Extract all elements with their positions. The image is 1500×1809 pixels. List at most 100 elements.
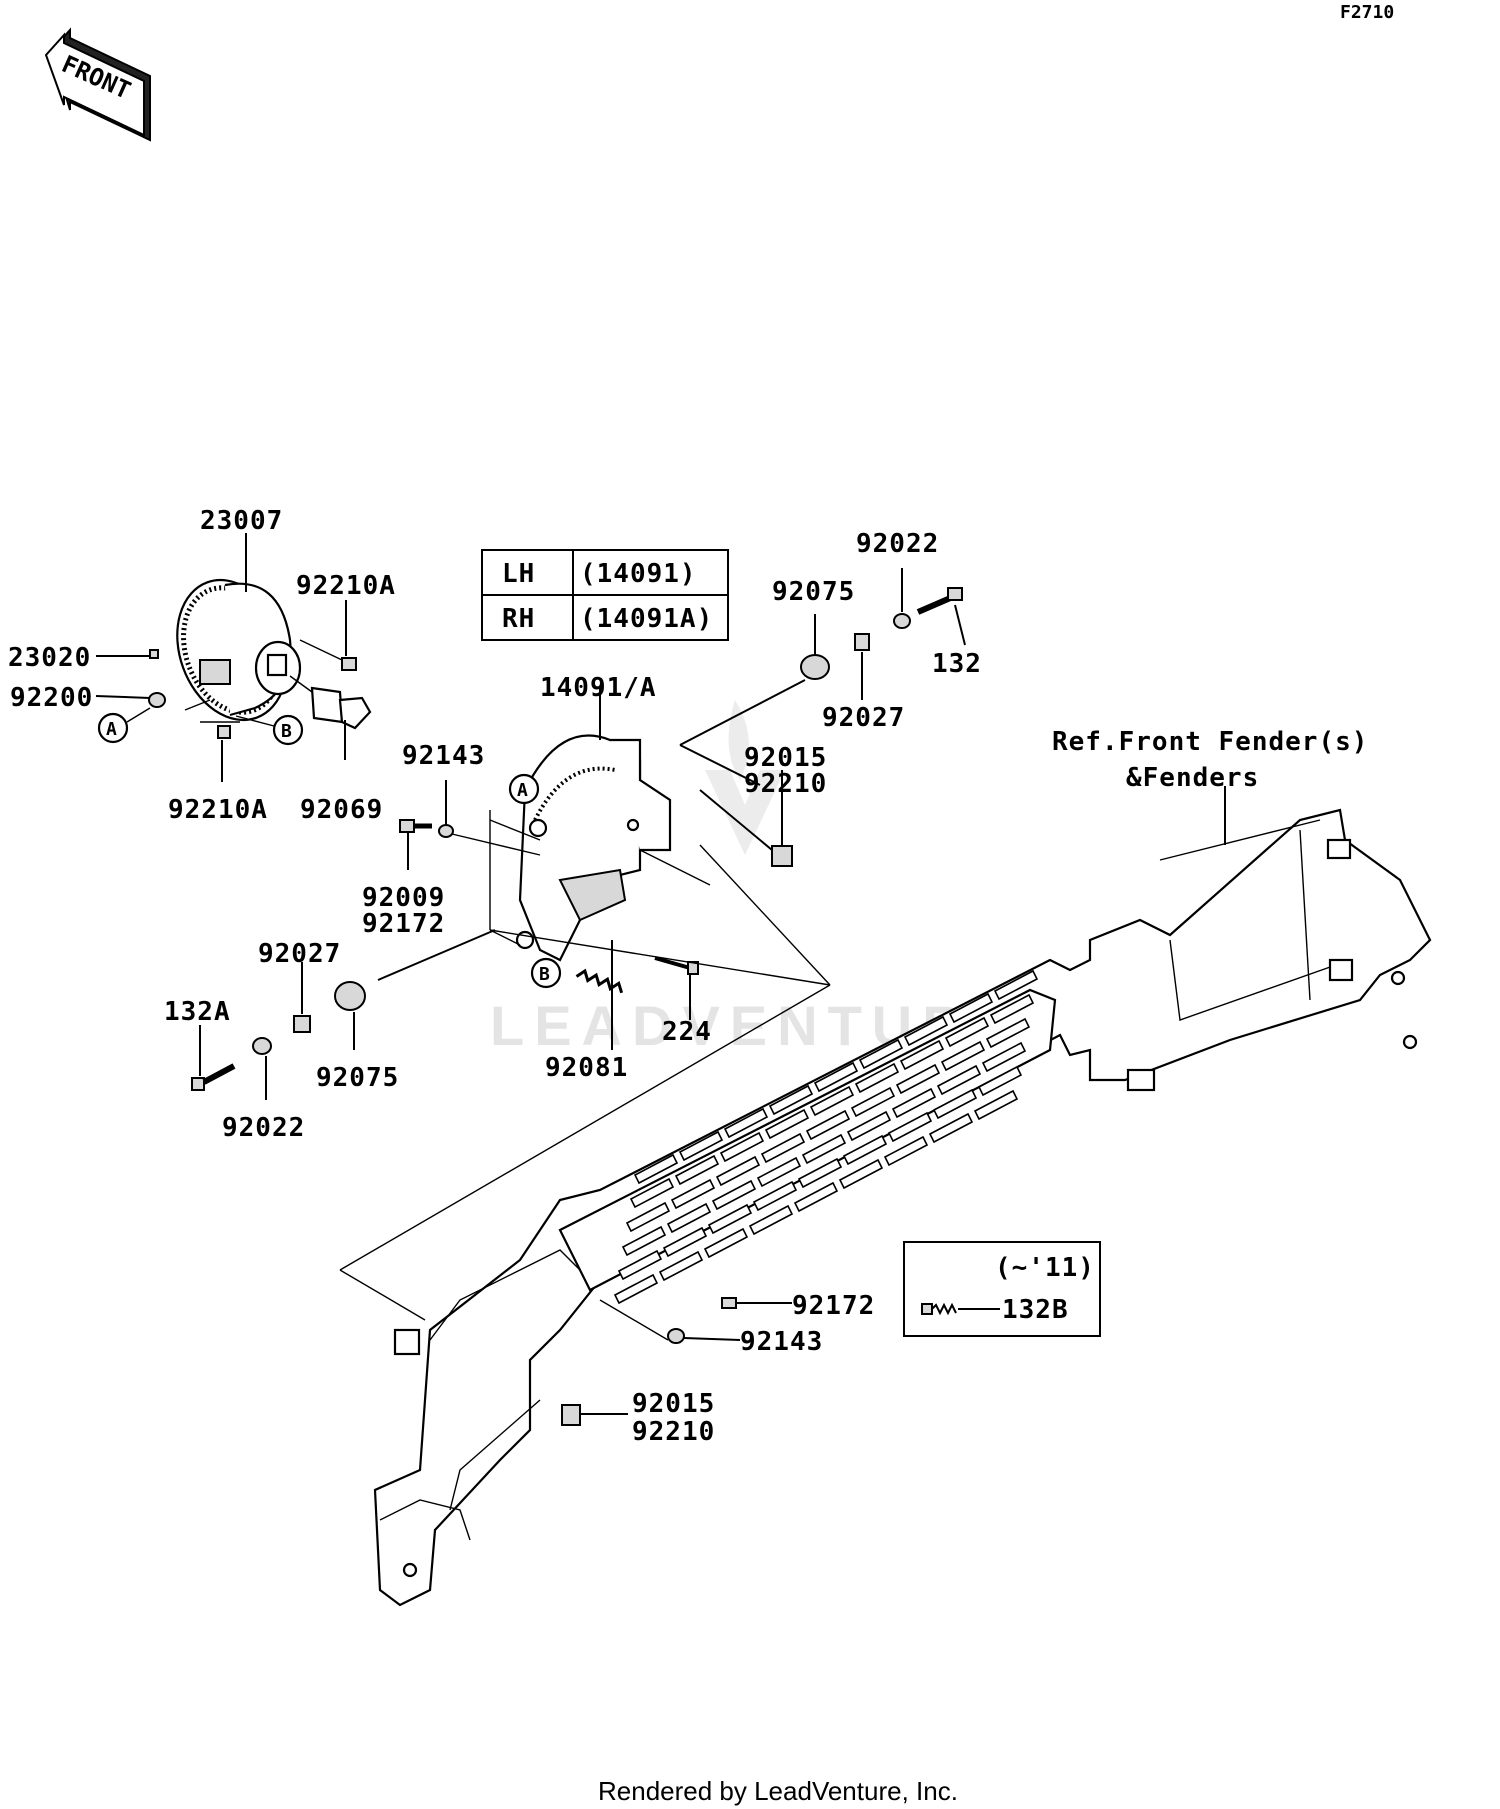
grille-slat [756,1156,802,1188]
grille-slat [981,1041,1027,1073]
grille-slat [989,993,1035,1025]
grille-slat [895,1063,941,1095]
part-label-14091: 14091/A [540,673,657,703]
headlight-assembly [176,578,302,722]
washer-92200 [148,692,166,708]
part-label-92143-top: 92143 [402,741,485,771]
svg-text:A: A [106,719,117,740]
grille-slat [793,1181,839,1213]
grommet-92075-top [800,654,830,680]
table-side-lh: LH [502,559,535,589]
grille-slat [850,1086,896,1118]
grille-slat [768,1084,814,1116]
part-label-92027-left: 92027 [258,939,341,969]
callout-a-headlight: A [97,707,151,744]
grille-slat [797,1157,843,1189]
bolt-132A [191,1063,236,1091]
part-label-92069: 92069 [300,795,383,825]
part-label-92210A-top: 92210A [296,571,396,601]
grille-slat [658,1250,704,1282]
bolt-132 [916,587,963,615]
grille-slat [977,1065,1023,1097]
part-label-92009: 92009 [362,883,445,913]
part-label-23020: 23020 [8,643,91,673]
front-direction-arrow-icon: FRONT [44,27,151,142]
part-label-92022-top: 92022 [856,529,939,559]
grille-slat [678,1130,724,1162]
part-label-92172-right: 92172 [792,1291,875,1321]
part-label-92075-top: 92075 [772,577,855,607]
grille-slat [891,1087,937,1119]
diagram-code: F2710 [1340,2,1394,23]
side-part-table: LH (14091) RH (14091A) [481,549,729,641]
grille-slat [883,1135,929,1167]
part-label-92210-top: 92210 [744,769,827,799]
part-label-92143-right: 92143 [740,1327,823,1357]
year-note-range: (~'11) [995,1253,1095,1283]
grille-slat [887,1111,933,1143]
callout-b-bracket: B [530,957,562,989]
screw-23020 [149,649,159,659]
grille-slat [719,1131,765,1163]
bolt-132B-icon [921,1302,957,1316]
grille-slat [813,1061,859,1093]
part-label-92081: 92081 [545,1053,628,1083]
collar-92027-left [293,1015,311,1033]
table-side-rh: RH [502,604,535,634]
part-label-92200: 92200 [10,683,93,713]
grille-slat [760,1132,806,1164]
clip-92210A-bottom [217,725,231,739]
reference-note-line1: Ref.Front Fender(s) [1052,727,1368,757]
spring-92081 [575,968,624,994]
part-label-132A: 132A [164,997,231,1027]
nut-92210-bottom [561,1404,628,1426]
washer-92022-top [893,613,911,629]
screw-92172-right [721,1297,792,1309]
reference-note-line2: &Fenders [1126,763,1259,793]
part-label-92075-left: 92075 [316,1063,399,1093]
grille-slat [985,1017,1031,1049]
grille-slat [752,1180,798,1212]
part-label-92210A-bottom: 92210A [168,795,268,825]
table-part-rh: (14091A) [580,604,713,634]
grommet-92075-left [334,981,366,1011]
callout-a-bracket: A [508,773,540,805]
part-label-132: 132 [932,649,982,679]
washer-92143-top [438,824,454,838]
grille-slat [854,1062,900,1094]
grille-slat [662,1226,708,1258]
grille-slat [670,1178,716,1210]
year-note-box: (~'11) 132B [903,1241,1101,1337]
part-label-92210-bottom: 92210 [632,1417,715,1447]
grille-slat [617,1249,663,1281]
part-label-92022-left: 92022 [222,1113,305,1143]
nut-92210-top [771,845,793,867]
grille-slat [936,1064,982,1096]
grille-slat [613,1273,659,1305]
grille-slat [899,1039,945,1071]
collar-92027-top [854,633,870,651]
headlight-bracket [515,734,672,962]
grille-slats [613,969,1039,1305]
headlight-bulb [289,675,372,760]
year-note-part: 132B [1002,1295,1069,1325]
grille-slat [838,1158,884,1190]
grille-slat [764,1108,810,1140]
grille-slat [948,992,994,1024]
bolt-92009 [399,819,432,833]
grille-slat [621,1225,667,1257]
grille-slat [715,1155,761,1187]
footer-credit: Rendered by LeadVenture, Inc. [598,1776,958,1806]
grille-slat [629,1177,675,1209]
grille-slat [932,1088,978,1120]
part-label-92015-bottom: 92015 [632,1389,715,1419]
bolt-224 [654,956,699,975]
grille-slat [805,1109,851,1141]
grille-slat [711,1179,757,1211]
grille-slat [842,1134,888,1166]
svg-text:A: A [517,780,528,801]
part-label-92172-left: 92172 [362,909,445,939]
grille-slat [801,1133,847,1165]
